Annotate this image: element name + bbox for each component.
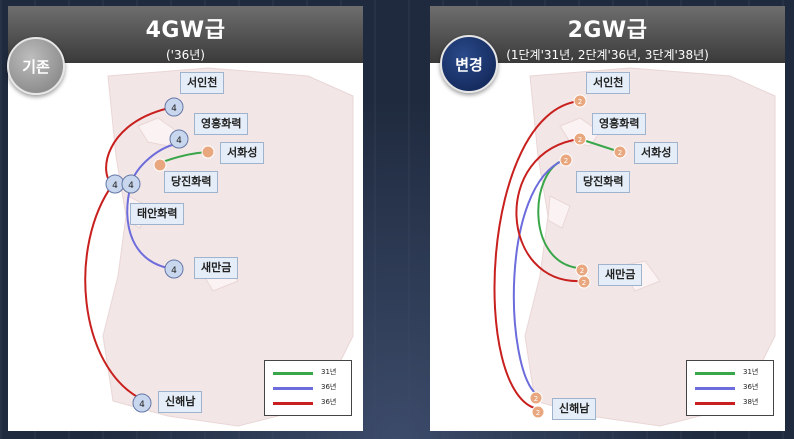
legend-swatch-green: [273, 372, 313, 375]
land-mass: [524, 67, 776, 427]
svg-text:2: 2: [618, 149, 622, 157]
panel-title: 2GW급: [567, 18, 648, 43]
label-dangjin: 당진화력: [164, 171, 219, 193]
legend-label: 38년: [743, 398, 759, 406]
panel-existing: 4 4 4 4 4 4 4GW급 ('36년) 기존 서인천 영흥화력 서화성 …: [7, 6, 363, 431]
legend-label: 31년: [321, 368, 337, 376]
label-seohwaseong: 서화성: [220, 142, 265, 164]
node-saemangeum-a: 2: [575, 263, 589, 277]
label-seoincheon: 서인천: [586, 72, 631, 94]
changed-badge: 변경: [440, 35, 498, 93]
node-yeongheung: 4: [169, 129, 189, 149]
legend-label: 36년: [321, 398, 337, 406]
legend-label: 36년: [321, 383, 337, 391]
panel-header: 4GW급 ('36년): [8, 6, 363, 63]
panel-header: 2GW급 (1단계'31년, 2단계'36년, 3단계'38년): [430, 6, 785, 63]
legend-swatch-red: [695, 402, 735, 405]
panel-subtitle: ('36년): [166, 48, 205, 62]
panel-subtitle: (1단계'31년, 2단계'36년, 3단계'38년): [506, 48, 709, 62]
land-mass: [102, 67, 354, 427]
node-taean-a: 4: [105, 174, 125, 194]
node-seohwaseong: 2: [613, 145, 627, 159]
route-36-taean-saemangeum: [126, 183, 175, 270]
svg-text:2: 2: [580, 267, 584, 275]
legend: 31년 36년 38년: [686, 360, 774, 416]
route-36-dangjin-sinhaenam: [512, 159, 565, 395]
svg-text:4: 4: [112, 181, 118, 191]
node-sinhaenam: 4: [132, 393, 152, 413]
route-38-yeongheung-saemangeum: [515, 138, 583, 283]
label-seoincheon: 서인천: [180, 72, 225, 94]
svg-text:4: 4: [176, 136, 182, 146]
legend-label: 31년: [743, 368, 759, 376]
panel-title: 4GW급: [145, 18, 226, 43]
legend-swatch-blue: [695, 387, 735, 390]
svg-text:2: 2: [564, 157, 568, 165]
legend-swatch-green: [695, 372, 735, 375]
svg-text:2: 2: [536, 409, 540, 417]
svg-text:2: 2: [582, 279, 586, 287]
svg-text:2: 2: [578, 98, 582, 106]
route-38-seoincheon-sinhaenam: [493, 100, 581, 410]
svg-text:4: 4: [171, 104, 177, 114]
svg-text:4: 4: [171, 266, 177, 276]
korea-map-changed: 2 2 2 2 2 2 2 2: [493, 67, 776, 427]
node-saemangeum-b: 2: [577, 275, 591, 289]
label-sinhaenam: 신해남: [158, 391, 203, 413]
node-yeongheung: 2: [573, 132, 587, 146]
korea-map-existing: 4 4 4 4 4 4: [84, 67, 354, 427]
svg-text:2: 2: [578, 136, 582, 144]
node-sinhaenam-a: 2: [529, 391, 543, 405]
existing-badge: 기존: [7, 37, 65, 95]
legend: 31년 36년 36년: [264, 360, 352, 416]
label-sinhaenam: 신해남: [552, 398, 597, 420]
node-taean-b: 4: [121, 174, 141, 194]
node-seohwaseong: [201, 145, 215, 159]
node-dangjin: 2: [559, 153, 573, 167]
label-saemangeum: 새만금: [598, 264, 643, 286]
node-seoincheon: 2: [573, 94, 587, 108]
route-36-seoincheon-sinhaenam: [84, 106, 175, 400]
node-saemangeum: 4: [164, 259, 184, 279]
legend-swatch-blue: [273, 387, 313, 390]
legend-label: 36년: [743, 383, 759, 391]
svg-text:4: 4: [139, 400, 145, 410]
node-dangjin: [153, 158, 167, 172]
node-sinhaenam-b: 2: [531, 405, 545, 419]
svg-text:4: 4: [128, 181, 134, 191]
label-dangjin: 당진화력: [576, 171, 631, 193]
label-saemangeum: 새만금: [194, 257, 239, 279]
label-seohwaseong: 서화성: [634, 142, 679, 164]
label-taean: 태안화력: [130, 203, 185, 225]
label-yeongheung: 영흥화력: [194, 113, 249, 135]
legend-swatch-red: [273, 402, 313, 405]
label-yeongheung: 영흥화력: [592, 113, 647, 135]
panel-changed: 2 2 2 2 2 2 2 2 2GW급 (1단계'31년, 2단계'36년, …: [430, 6, 785, 431]
svg-text:2: 2: [534, 395, 538, 403]
node-seoincheon: 4: [164, 97, 184, 117]
